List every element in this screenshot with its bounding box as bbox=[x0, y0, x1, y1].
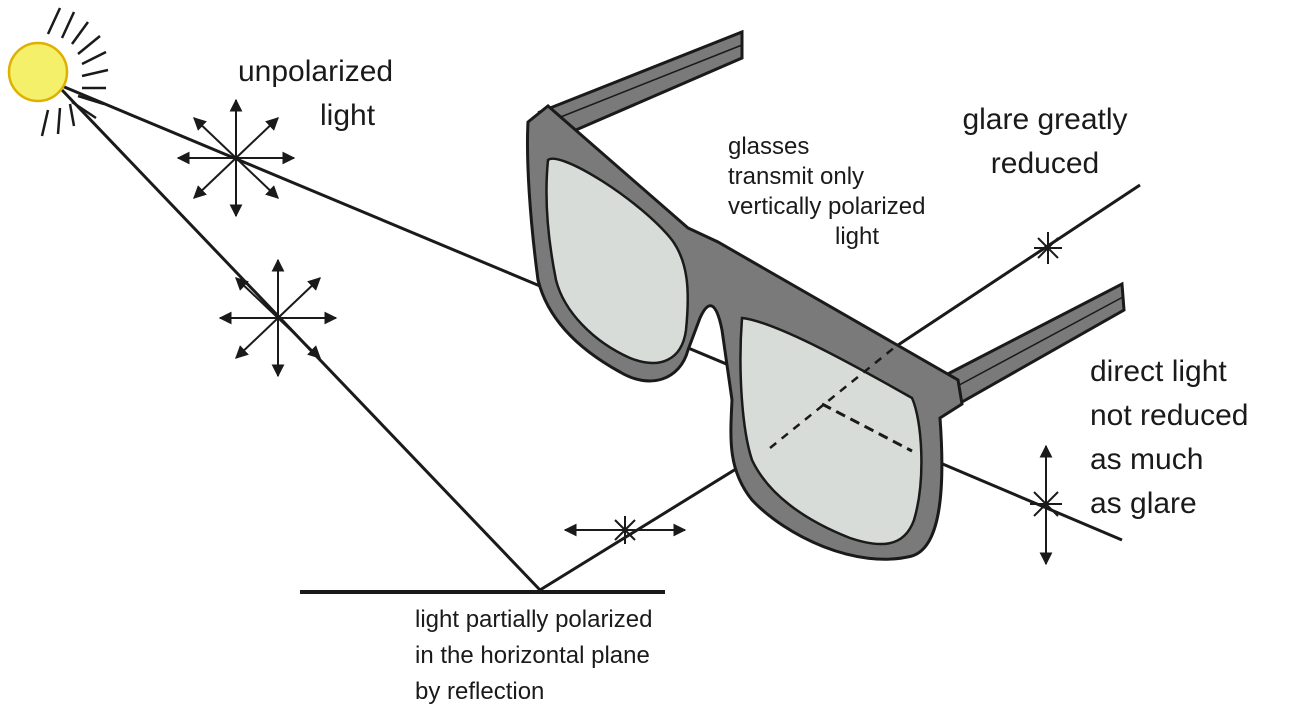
label-line: vertically polarized bbox=[728, 193, 926, 220]
reflected-ray bbox=[539, 446, 771, 592]
label-line: unpolarized bbox=[238, 55, 394, 88]
reflected-ray-through-lens bbox=[769, 346, 896, 449]
unpolarized-light-symbol-1 bbox=[176, 98, 296, 218]
label-unpolarized-light: unpolarized light bbox=[238, 50, 393, 138]
label-line: as much bbox=[1090, 443, 1204, 476]
label-glasses-transmit: glasses transmit only vertically polariz… bbox=[722, 132, 992, 252]
reflected-ray-exit bbox=[894, 183, 1141, 349]
label-line: direct light bbox=[1090, 355, 1227, 388]
unpolarized-light-symbol-2 bbox=[218, 258, 338, 378]
label-line: light bbox=[834, 223, 880, 250]
reduced-glare-symbol bbox=[1034, 232, 1062, 264]
label-line: glasses bbox=[728, 133, 810, 160]
label-line: glare greatly bbox=[962, 103, 1128, 136]
direct-ray-through-lens bbox=[821, 402, 913, 453]
label-line: in the horizontal plane bbox=[415, 642, 650, 669]
label-line: transmit only bbox=[728, 163, 865, 190]
label-glare-reduced: glare greatly reduced bbox=[940, 98, 1150, 186]
direct-ray bbox=[61, 84, 823, 406]
label-reflection-polarization: light partially polarized in the horizon… bbox=[415, 602, 652, 710]
label-direct-light: direct light not reduced as much as glar… bbox=[1090, 350, 1248, 526]
label-line: reduced bbox=[990, 147, 1100, 180]
vertical-polarization-symbol bbox=[1030, 444, 1062, 566]
label-line: not reduced bbox=[1090, 399, 1249, 432]
label-line: as glare bbox=[1090, 487, 1197, 520]
sunglasses-icon bbox=[525, 29, 1126, 561]
direct-ray-exit bbox=[911, 449, 1123, 542]
label-line: light bbox=[320, 99, 376, 132]
sun-icon bbox=[7, 7, 109, 137]
label-line: by reflection bbox=[415, 678, 545, 705]
horizontal-polarization-symbol bbox=[563, 516, 687, 544]
label-line: light partially polarized bbox=[415, 606, 653, 633]
